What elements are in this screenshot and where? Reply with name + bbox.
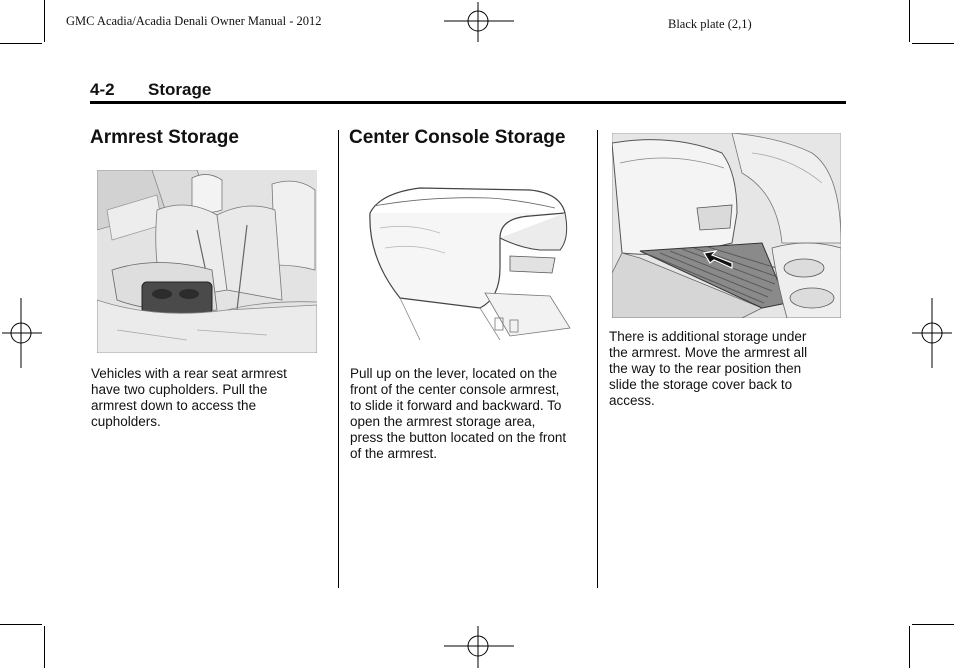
- crop-mark: [0, 624, 42, 625]
- section-number: 4-2: [90, 80, 115, 99]
- registration-mark-icon: [444, 626, 514, 668]
- crop-mark: [909, 626, 910, 668]
- crop-mark: [44, 626, 45, 668]
- armrest-storage-text: Vehicles with a rear seat armrest have t…: [91, 366, 287, 429]
- crop-mark: [909, 0, 910, 42]
- center-console-storage-text: Pull up on the lever, located on the fro…: [350, 366, 567, 461]
- crop-mark: [44, 0, 45, 42]
- column-divider: [338, 130, 339, 588]
- armrest-storage-heading: Armrest Storage: [90, 127, 239, 148]
- console-storage-cover-illustration: [612, 133, 841, 318]
- section-title: Storage: [148, 80, 212, 99]
- manual-title: GMC Acadia/Acadia Denali Owner Manual - …: [66, 14, 322, 28]
- crop-mark: [0, 43, 42, 44]
- header-rule: [90, 101, 846, 104]
- crop-mark: [912, 43, 954, 44]
- column-divider: [597, 130, 598, 588]
- registration-mark-icon: [912, 298, 952, 368]
- center-console-storage-heading: Center Console Storage: [349, 127, 566, 148]
- rear-seat-armrest-illustration: [97, 170, 317, 353]
- registration-mark-icon: [444, 2, 514, 42]
- registration-mark-icon: [2, 298, 42, 368]
- plate-label: Black plate (2,1): [668, 17, 752, 31]
- additional-storage-text: There is additional storage under the ar…: [609, 329, 808, 408]
- center-console-armrest-illustration: [360, 168, 580, 340]
- crop-mark: [912, 624, 954, 625]
